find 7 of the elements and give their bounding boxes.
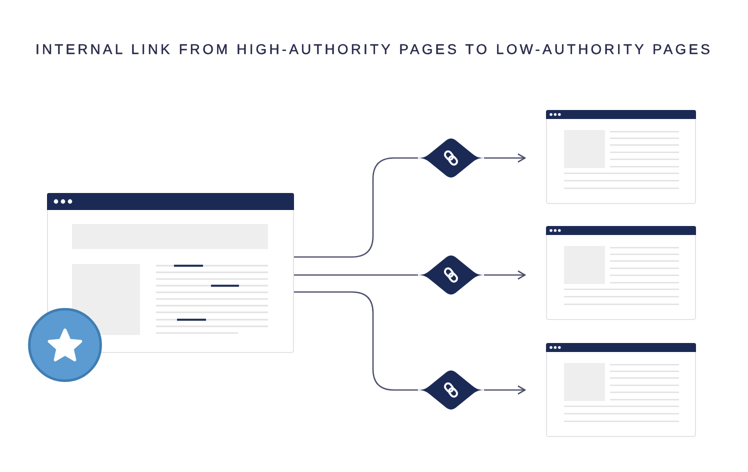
connector-line (294, 291, 418, 391)
arrow (484, 153, 526, 163)
diagram-title: INTERNAL LINK FROM HIGH-AUTHORITY PAGES TO LOW-AUTHORITY PAGES (36, 41, 712, 57)
arrow (484, 270, 526, 280)
arrow (484, 385, 526, 395)
connector-line (294, 274, 418, 276)
connector-line (294, 157, 418, 258)
